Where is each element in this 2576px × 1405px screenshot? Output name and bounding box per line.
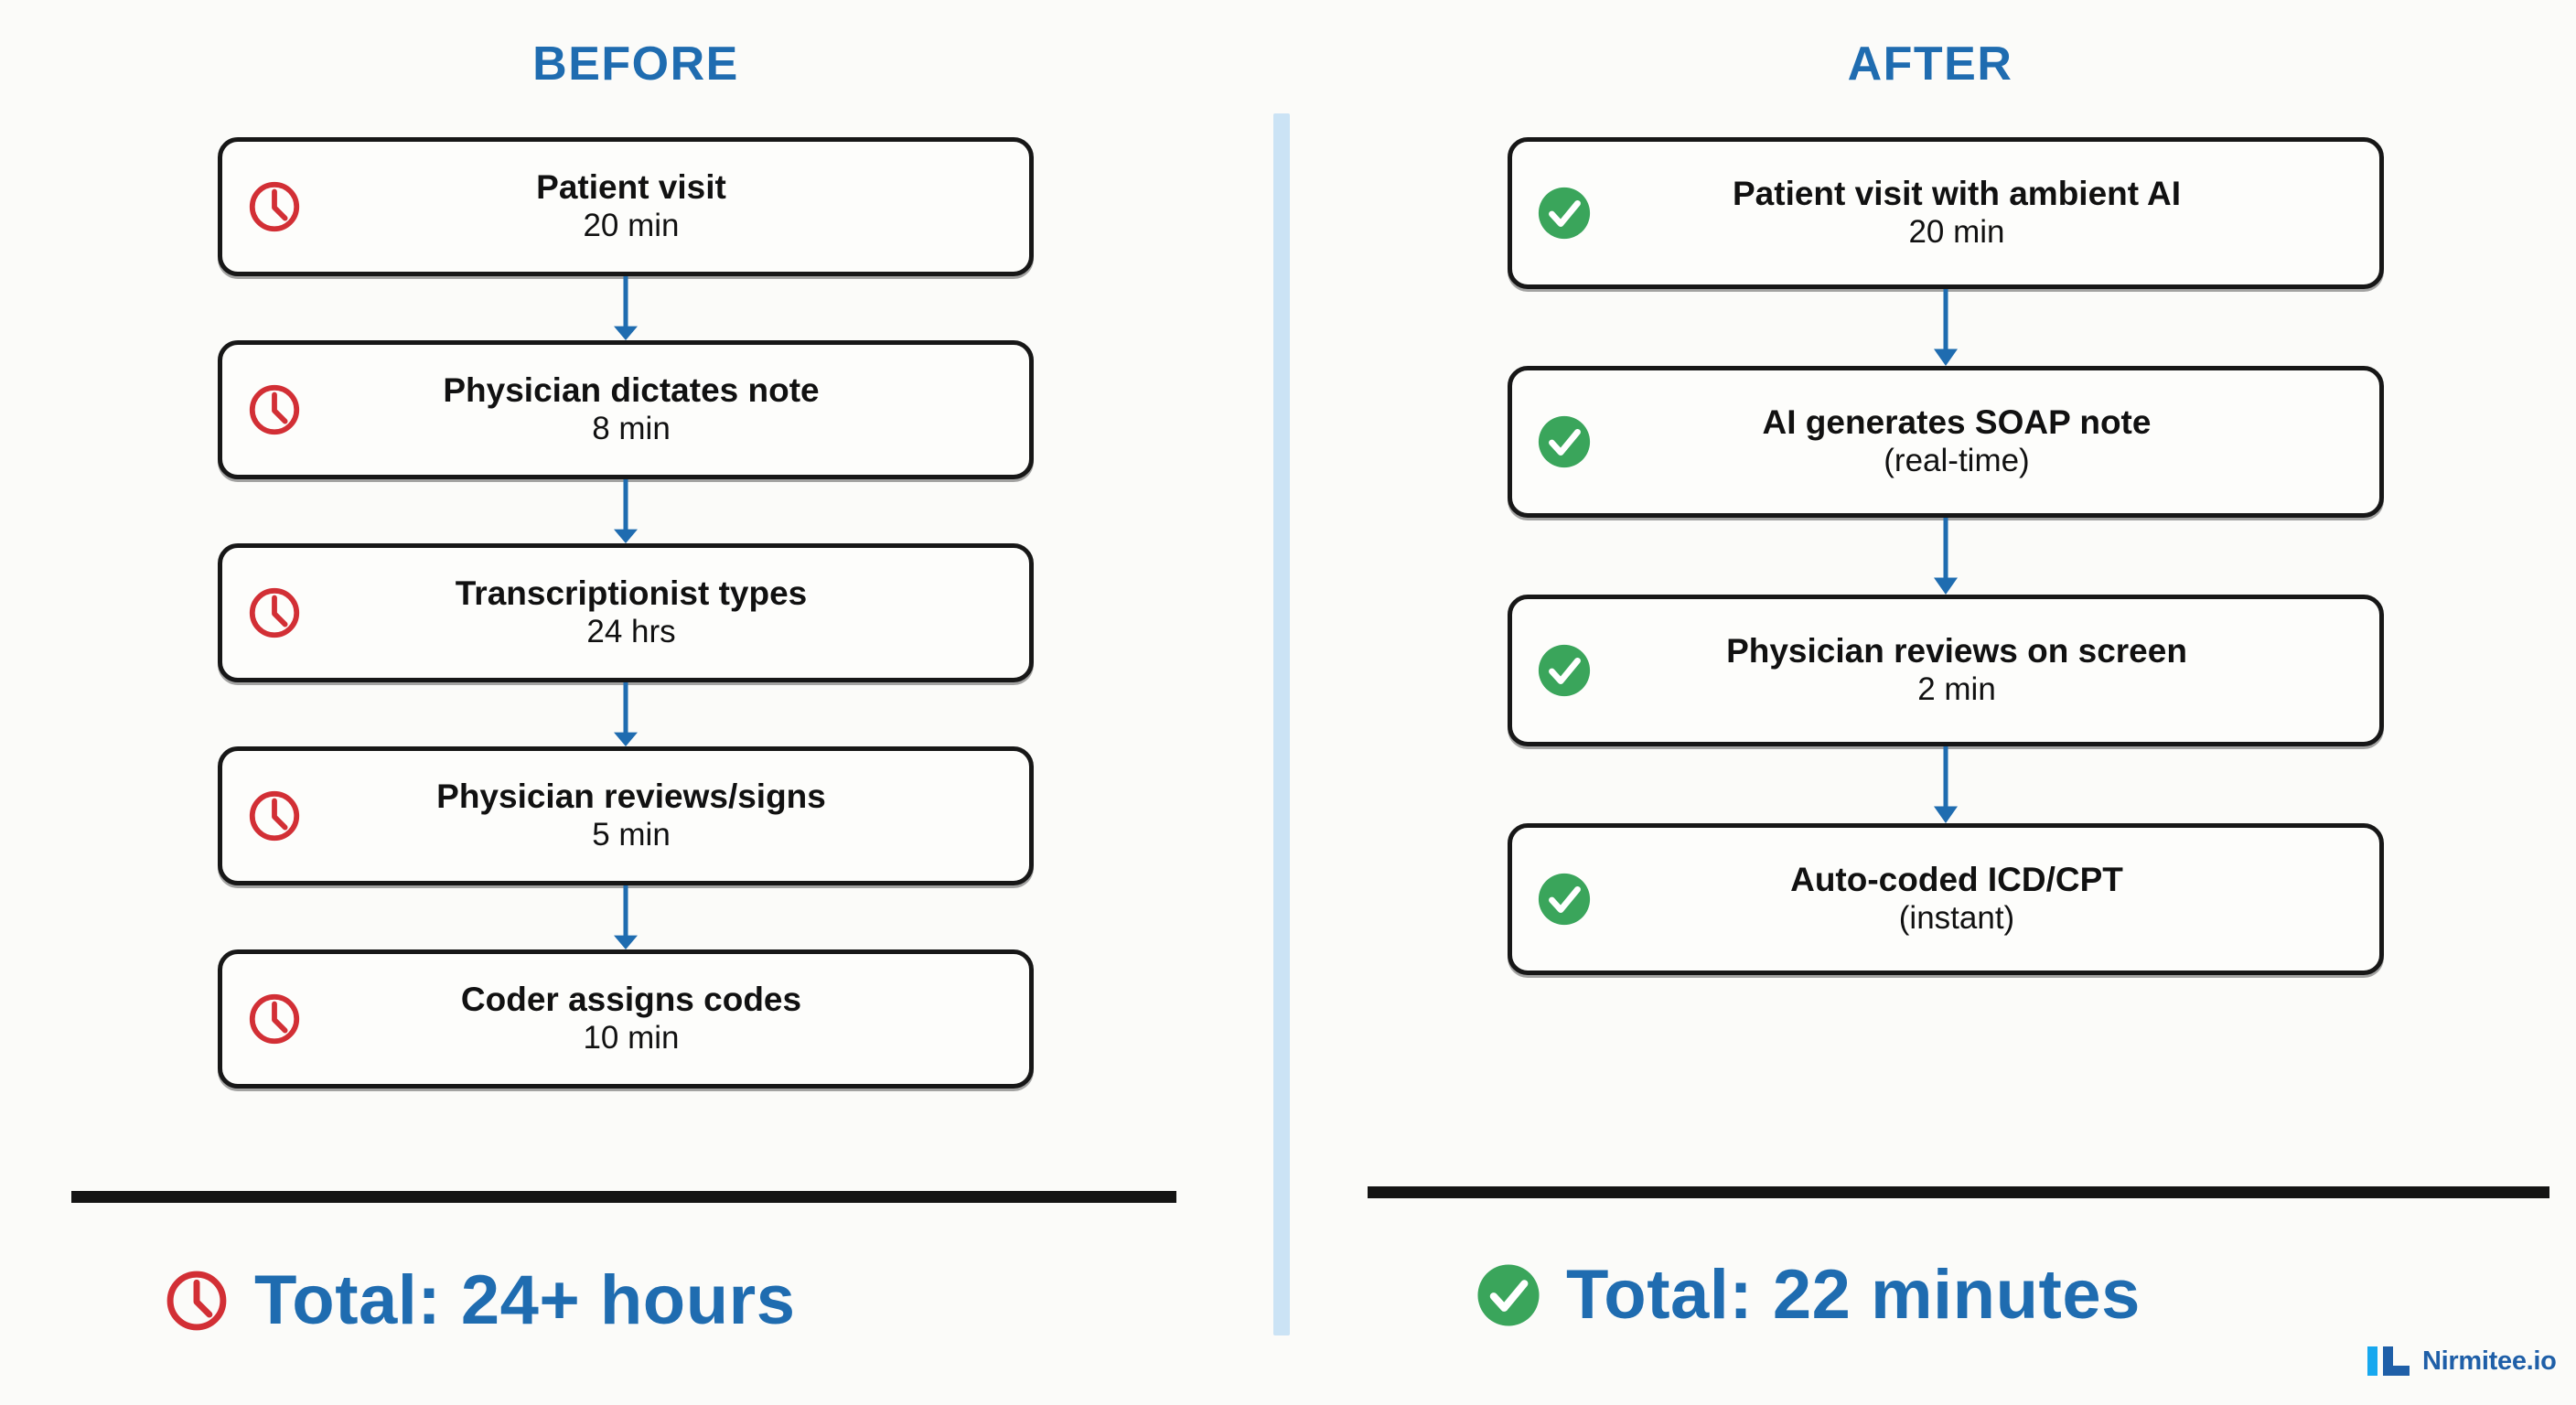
check-circle-icon bbox=[1475, 1261, 1542, 1329]
check-circle-icon bbox=[1536, 642, 1593, 699]
clock-icon bbox=[246, 585, 303, 641]
flow-arrow bbox=[218, 276, 1034, 340]
clock-icon bbox=[246, 991, 303, 1047]
flow-step-text: Auto-coded ICD/CPT(instant) bbox=[1593, 861, 2363, 938]
flow-step-label: Auto-coded ICD/CPT bbox=[1790, 861, 2123, 899]
brand-logo[interactable]: Nirmitee.io bbox=[2367, 1343, 2557, 1379]
clock-icon bbox=[163, 1267, 231, 1335]
after-total-divider bbox=[1368, 1186, 2549, 1198]
flow-step-duration: 20 min bbox=[1908, 214, 2005, 251]
flow-step-label: Patient visit bbox=[536, 168, 726, 207]
flow-arrow bbox=[218, 885, 1034, 949]
flow-step[interactable]: Auto-coded ICD/CPT(instant) bbox=[1508, 823, 2384, 975]
flow-step-label: Patient visit with ambient AI bbox=[1733, 175, 2181, 213]
flow-step-duration: 20 min bbox=[583, 208, 680, 244]
clock-icon bbox=[246, 381, 303, 438]
flow-step-duration: 2 min bbox=[1917, 671, 1996, 708]
after-total-label: Total: 22 minutes bbox=[1566, 1256, 2141, 1334]
flow-step-text: AI generates SOAP note(real-time) bbox=[1593, 403, 2363, 480]
flow-step-label: Physician reviews/signs bbox=[436, 778, 826, 816]
flow-step-duration: 10 min bbox=[583, 1020, 680, 1056]
flow-arrow bbox=[1508, 518, 2384, 595]
nirmitee-logo-mark-icon bbox=[2367, 1343, 2410, 1379]
flow-arrow bbox=[218, 479, 1034, 543]
flow-step-label: Transcriptionist types bbox=[455, 574, 808, 613]
column-divider bbox=[1273, 113, 1290, 1335]
after-total-row: Total: 22 minutes bbox=[1475, 1255, 2141, 1335]
flow-step-label: Physician reviews on screen bbox=[1726, 632, 2187, 670]
clock-icon bbox=[246, 788, 303, 844]
flow-arrow bbox=[1508, 746, 2384, 823]
flow-step-duration: 24 hrs bbox=[586, 614, 676, 650]
before-total-row: Total: 24+ hours bbox=[163, 1260, 795, 1340]
flow-step[interactable]: AI generates SOAP note(real-time) bbox=[1508, 366, 2384, 518]
flow-arrow bbox=[1508, 289, 2384, 366]
flow-step-label: Coder assigns codes bbox=[460, 981, 802, 1019]
flow-arrow bbox=[218, 682, 1034, 746]
before-total-divider bbox=[71, 1191, 1176, 1203]
clock-icon bbox=[246, 178, 303, 235]
after-column-title: AFTER bbox=[1847, 38, 2013, 91]
check-circle-icon bbox=[1536, 185, 1593, 241]
before-total-label: Total: 24+ hours bbox=[254, 1261, 796, 1339]
flow-step-duration: (real-time) bbox=[1884, 443, 2030, 479]
flow-step-label: Physician dictates note bbox=[443, 371, 820, 410]
flow-step-duration: (instant) bbox=[1898, 900, 2015, 937]
brand-name: Nirmitee.io bbox=[2422, 1346, 2557, 1376]
check-circle-icon bbox=[1536, 413, 1593, 470]
flow-step-duration: 8 min bbox=[592, 411, 671, 447]
flow-step-label: AI generates SOAP note bbox=[1762, 403, 2152, 442]
flow-step-duration: 5 min bbox=[592, 817, 671, 853]
before-column-title: BEFORE bbox=[532, 38, 739, 91]
check-circle-icon bbox=[1536, 871, 1593, 928]
